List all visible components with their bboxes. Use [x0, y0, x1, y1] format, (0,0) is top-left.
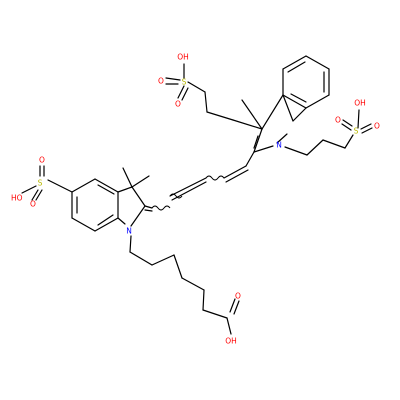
top-sulfo-hydroxyl-label: OH [177, 53, 189, 62]
left-benzene-ring [71, 178, 119, 232]
left-sulfo-oxygen-top-label: O [39, 156, 45, 165]
left-sulfur-label: S [38, 179, 43, 188]
right-sulfopropyl-group: OH S O O [284, 99, 380, 156]
right-nitrogen-label: N [276, 141, 282, 150]
left-sulfonate-group: HO S O O [11, 156, 73, 209]
acid-carbonyl-oxygen-label: O [235, 292, 241, 301]
left-sulfo-hydroxyl-label: HO [11, 194, 23, 203]
polymethine-bridge [144, 151, 255, 212]
right-sulfur-label: S [354, 127, 359, 136]
right-sulfo-oxygen-left-label: O [335, 116, 341, 125]
right-pyrrole-ring [232, 94, 294, 153]
left-pyrrole-ring [117, 167, 150, 227]
top-sulfo-oxygen-left-label: O [158, 77, 164, 86]
right-sulfo-hydroxyl-label: OH [354, 99, 366, 108]
top-sulfo-oxygen-bottom-label: O [175, 100, 181, 109]
acid-hydroxyl-label: OH [225, 337, 237, 346]
top-sulfopropyl-group: OH S O O [158, 53, 234, 121]
hexanoic-acid-chain: O OH [129, 235, 241, 346]
right-sulfo-oxygen-right-label: O [374, 122, 380, 131]
top-sulfur-label: S [182, 78, 187, 87]
right-benzene-ring [282, 55, 330, 122]
left-sulfo-oxygen-bottom-label: O [30, 200, 36, 209]
left-nitrogen-label: N [126, 227, 132, 236]
